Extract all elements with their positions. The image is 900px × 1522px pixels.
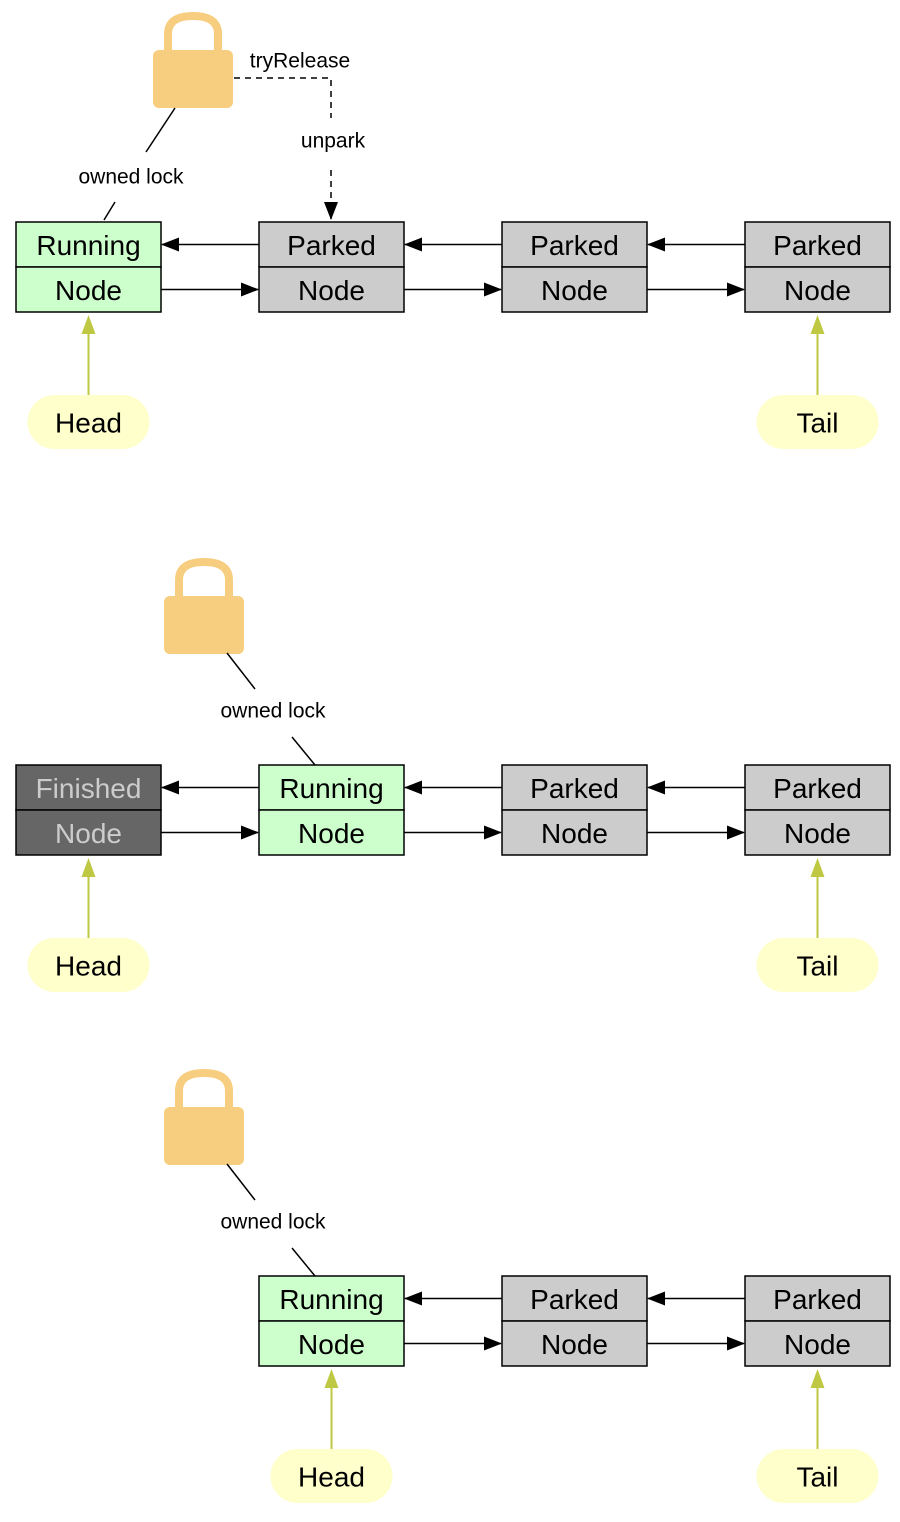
- head-pointer-shape: [270, 1449, 393, 1503]
- tail-pointer-label: Tail: [796, 951, 838, 982]
- node-state-cell: [501, 764, 648, 811]
- tail-pointer: Tail: [756, 938, 879, 992]
- head-pointer: Head: [270, 1449, 393, 1503]
- head-pointer-label: Head: [55, 408, 122, 439]
- node-state-cell: [744, 1275, 891, 1322]
- tail-pointer-arrowhead: [810, 858, 825, 877]
- tail-pointer-arrowhead: [810, 1369, 825, 1388]
- node-state-cell: [258, 221, 405, 268]
- head-pointer-arrowhead: [324, 1369, 339, 1388]
- node-kind-cell: [258, 809, 405, 856]
- node-kind-label: Node: [541, 1329, 608, 1360]
- node-state-cell: [258, 1275, 405, 1322]
- owned-lock-connector: [103, 201, 116, 221]
- lock-icon: [164, 557, 244, 654]
- tail-pointer-arrowhead: [810, 315, 825, 334]
- owned-lock-connector: [145, 107, 176, 153]
- node-kind-cell: [15, 266, 162, 313]
- node-kind-cell: [501, 266, 648, 313]
- node-kind-label: Node: [784, 1329, 851, 1360]
- tail-pointer-label: Tail: [796, 408, 838, 439]
- node-state-label: Running: [279, 1284, 383, 1315]
- node-kind-label: Node: [784, 818, 851, 849]
- try-release-label: tryRelease: [250, 50, 350, 73]
- diagram-after-unpark: FinishedNodeRunningNodeParkedNodeParkedN…: [15, 557, 891, 992]
- lock-shackle: [164, 11, 222, 52]
- head-pointer-label: Head: [298, 1462, 365, 1493]
- node-state-label: Parked: [773, 230, 862, 261]
- head-pointer: Head: [27, 395, 150, 449]
- owned-lock-label: owned lock: [220, 700, 326, 723]
- tail-pointer-shape: [756, 938, 879, 992]
- node-kind-label: Node: [541, 818, 608, 849]
- tail-pointer-shape: [756, 1449, 879, 1503]
- node-kind-label: Node: [298, 1329, 365, 1360]
- owned-lock-connector: [226, 1163, 256, 1201]
- node-state-label: Parked: [530, 773, 619, 804]
- lock-icon: [164, 1068, 244, 1165]
- node-kind-cell: [258, 1320, 405, 1367]
- node-kind-cell: [15, 809, 162, 856]
- node-state-label: Parked: [773, 1284, 862, 1315]
- node-kind-label: Node: [55, 818, 122, 849]
- node-state-label: Parked: [530, 230, 619, 261]
- head-pointer-shape: [27, 395, 150, 449]
- node-kind-label: Node: [55, 275, 122, 306]
- head-pointer: Head: [27, 938, 150, 992]
- node-kind-cell: [501, 809, 648, 856]
- tail-pointer-shape: [756, 395, 879, 449]
- node-state-label: Running: [279, 773, 383, 804]
- tail-pointer: Tail: [756, 395, 879, 449]
- node-kind-cell: [744, 809, 891, 856]
- tail-pointer: Tail: [756, 1449, 879, 1503]
- owned-lock-label: owned lock: [78, 166, 184, 189]
- owned-lock-connector: [291, 1247, 316, 1277]
- node-kind-label: Node: [298, 818, 365, 849]
- try-release-dashed-line: [234, 77, 332, 118]
- lock-body: [164, 1107, 244, 1165]
- node-state-label: Parked: [287, 230, 376, 261]
- node-state-cell: [744, 764, 891, 811]
- node-kind-cell: [744, 266, 891, 313]
- tail-pointer-label: Tail: [796, 1462, 838, 1493]
- node-state-label: Finished: [36, 773, 142, 804]
- lock-body: [164, 596, 244, 654]
- node-state-label: Parked: [530, 1284, 619, 1315]
- diagram-before-release: RunningNodeParkedNodeParkedNodeParkedNod…: [15, 11, 891, 449]
- node-kind-label: Node: [784, 275, 851, 306]
- node-kind-label: Node: [541, 275, 608, 306]
- node-kind-cell: [744, 1320, 891, 1367]
- lock-shackle: [175, 1068, 233, 1109]
- owned-lock-connector: [226, 652, 256, 690]
- head-pointer-arrowhead: [81, 315, 96, 334]
- lock-icon: [153, 11, 233, 108]
- lock-shackle: [175, 557, 233, 598]
- head-pointer-label: Head: [55, 951, 122, 982]
- head-pointer-arrowhead: [81, 858, 96, 877]
- node-state-cell: [15, 221, 162, 268]
- owned-lock-connector: [291, 736, 316, 766]
- lock-body: [153, 50, 233, 108]
- unpark-label: unpark: [301, 130, 366, 153]
- node-state-label: Running: [36, 230, 140, 261]
- owned-lock-label: owned lock: [220, 1211, 326, 1234]
- head-pointer-shape: [27, 938, 150, 992]
- node-state-label: Parked: [773, 773, 862, 804]
- node-kind-label: Node: [298, 275, 365, 306]
